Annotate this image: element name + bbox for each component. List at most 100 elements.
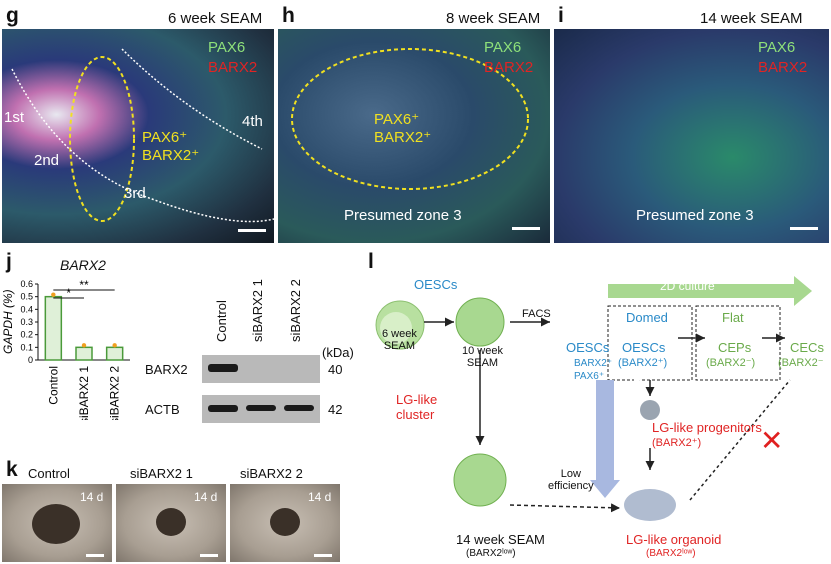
blot-barx2 [202,355,320,383]
panel-g-image: 1st 2nd 3rd 4th PAX6 BARX2 PAX6⁺ BARX2⁺ [2,29,274,243]
zone-1st: 1st [4,109,25,126]
presumed-zone-3: Presumed zone 3 [636,207,754,224]
lane-label-sibarx2-2: siBARX2 2 [288,279,303,342]
barx2-low-seam: (BARX2ˡᵒʷ) [466,548,516,559]
y-tick-label: 0.6 [20,279,33,289]
panel-title-i: 14 week SEAM [700,10,803,27]
pax6-pos: PAX6⁺ [574,371,605,382]
band-actb-si1 [246,405,276,411]
y-axis-label: GAPDH (%) [1,289,15,354]
panel-label-h: h [282,4,295,27]
panel-label-j: j [6,250,12,273]
zone-pax6-barx2: PAX6⁺ BARX2⁺ [142,129,200,164]
scale-bar [86,554,104,557]
barx2-label: BARX2 [208,59,258,76]
panel-i-image: PAX6 BARX2 Presumed zone 3 [554,29,829,243]
barx2-pos-domed: (BARX2⁺) [618,357,668,369]
bar [105,346,124,361]
panel-label-i: i [558,4,564,27]
presumed-zone-3: Presumed zone 3 [344,207,462,224]
lg-like-cluster: LG-like cluster [396,392,438,422]
panel-label-g: g [6,4,19,27]
k-title-control: Control [28,466,70,481]
zone-outlines [11,48,274,223]
chart-title: BARX2 [60,257,106,273]
data-point [51,292,56,297]
band-actb-si2 [284,405,314,411]
lg-like-progenitors: LG-like progenitors [652,420,762,435]
scale-bar [200,554,218,557]
scale-bar [238,229,266,232]
k-day-label: 14 d [308,490,332,504]
scale-bar [790,227,818,230]
schematic-diagram: ✕ [375,276,812,521]
k-photo-si2: 14 d [230,484,340,562]
kda-label: (kDa) [322,345,354,360]
zone-3rd: 3rd [124,185,146,202]
culture-3d: 3D culture [631,368,644,420]
lane-label-sibarx2-1: siBARX2 1 [250,279,265,342]
y-tick-label: 0.4 [20,304,33,314]
y-tick-label: 0 [28,355,33,365]
k-title-si1: siBARX2 1 [130,466,193,481]
barx2-neg-cecs: (BARX2⁻ [778,357,824,369]
pax6-label: PAX6 [208,39,246,56]
bar [44,295,63,361]
x-tick-label: siBARX2 1 [77,366,91,420]
organoid-blob [270,508,300,536]
organoid-blob [156,508,186,536]
panel-label-l: l [368,250,374,273]
seam-14wk: 14 week SEAM [456,532,545,547]
x-tick-label: Control [46,366,60,405]
sig-star-2: ** [79,278,89,292]
barx2-label: BARX2 [758,59,808,76]
oescs-label: OESCs [414,277,458,292]
cecs-label: CECs [790,340,824,355]
zone-pax6-barx2: PAX6⁺ BARX2⁺ [374,111,432,146]
scale-bar [314,554,332,557]
zone-2nd: 2nd [34,152,60,169]
blot-row-actb: ACTB [145,402,180,417]
x-tick-label: siBARX2 2 [108,366,122,420]
domed-label: Domed [626,310,668,325]
flat-label: Flat [722,310,744,325]
y-tick-label: 0.5 [20,292,33,302]
barx2-pos-prog: (BARX2⁺) [652,437,702,449]
bar [75,346,93,361]
scale-bar [512,227,540,230]
zone-4th: 4th [242,113,263,130]
seam-10wk: 10 week SEAM [462,345,503,369]
pax6-label: PAX6 [758,39,796,56]
k-title-si2: siBARX2 2 [240,466,303,481]
band-barx2-control [208,364,238,372]
panel-h-image: PAX6 BARX2 PAX6⁺ BARX2⁺ Presumed zone 3 [278,29,550,243]
k-day-label: 14 d [80,490,104,504]
y-tick-label: 0.2 [20,330,33,340]
lg-like-organoid: LG-like organoid [626,532,722,547]
kda-42: 42 [328,402,343,417]
kda-40: 40 [328,362,343,377]
panel-title-h: 8 week SEAM [446,10,541,27]
barx2-low-organoid: (BARX2ˡᵒʷ) [646,548,696,559]
panel-title-g: 6 week SEAM [168,10,263,27]
culture-2d: 2D culture [660,279,715,293]
y-tick-label: 0.1 [20,342,33,352]
svg-text:✕: ✕ [760,425,783,456]
zone-outline-h [291,48,529,190]
blot-row-barx2: BARX2 [145,362,188,377]
seam-6wk: 6 week SEAM [382,328,417,352]
k-photo-si1: 14 d [116,484,226,562]
oescs-domed: OESCs [622,340,666,355]
blot-actb [202,395,320,423]
lane-label-control: Control [214,300,229,342]
barx2-label: BARX2 [484,59,534,76]
barx2-pos: BARX2⁺ [574,358,613,369]
sig-star-1: * [66,286,71,300]
k-day-label: 14 d [194,490,218,504]
organoid-blob [32,504,80,544]
pax6-label: PAX6 [484,39,522,56]
data-point [81,343,87,348]
panel-label-k: k [6,458,18,481]
ceps-label: CEPs [718,340,752,355]
